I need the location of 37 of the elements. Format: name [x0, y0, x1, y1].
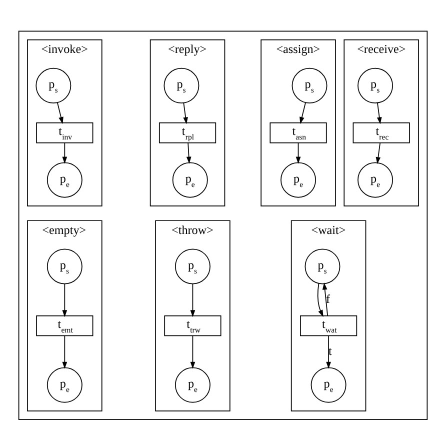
node-circle: p$_{s}$: [174, 248, 210, 284]
arrow: [190, 334, 196, 368]
arrow: [300, 102, 306, 124]
node-box: t$_{asn}$: [270, 122, 327, 143]
arrow: [322, 282, 328, 316]
arrow: [317, 282, 324, 316]
node-circle: p$_{e}$: [310, 366, 346, 402]
arrow: [56, 102, 64, 124]
node-circle: p$_{e}$: [46, 366, 82, 402]
node-box: t$_{wat}$: [300, 314, 358, 336]
node-circle: p$_{e}$: [172, 162, 208, 198]
node-circle: p$_{e}$: [46, 162, 82, 198]
node-circle: p$_{e}$: [174, 366, 210, 402]
arrow: [376, 142, 381, 164]
node-circle: p$_{s}$: [358, 67, 393, 103]
node-circle: p$_{s}$: [36, 67, 72, 103]
edge-label: f: [326, 291, 330, 306]
arrow: [190, 283, 196, 317]
arrow: [186, 142, 192, 164]
node-box: t$_{rec}$: [352, 122, 410, 143]
node-circle: p$_{e}$: [358, 162, 393, 198]
arrow: [296, 142, 301, 164]
arrow: [183, 102, 188, 124]
node-box: t$_{trw}$: [164, 314, 222, 336]
node-box: t$_{emt}$: [36, 314, 94, 336]
node-box: t$_{inv}$: [36, 122, 94, 143]
node-circle: p$_{s}$: [164, 67, 200, 103]
arrow: [62, 334, 68, 368]
node-circle: p$_{e}$: [280, 162, 316, 198]
node-box: t$_{rpl}$: [158, 122, 216, 143]
cluster: [18, 30, 428, 420]
node-circle: p$_{s}$: [46, 248, 82, 284]
node-circle: p$_{s}$: [304, 248, 340, 284]
arrow: [62, 142, 68, 164]
arrow: [62, 283, 68, 317]
node-circle: p$_{s}$: [292, 67, 328, 103]
arrow: [376, 102, 382, 124]
